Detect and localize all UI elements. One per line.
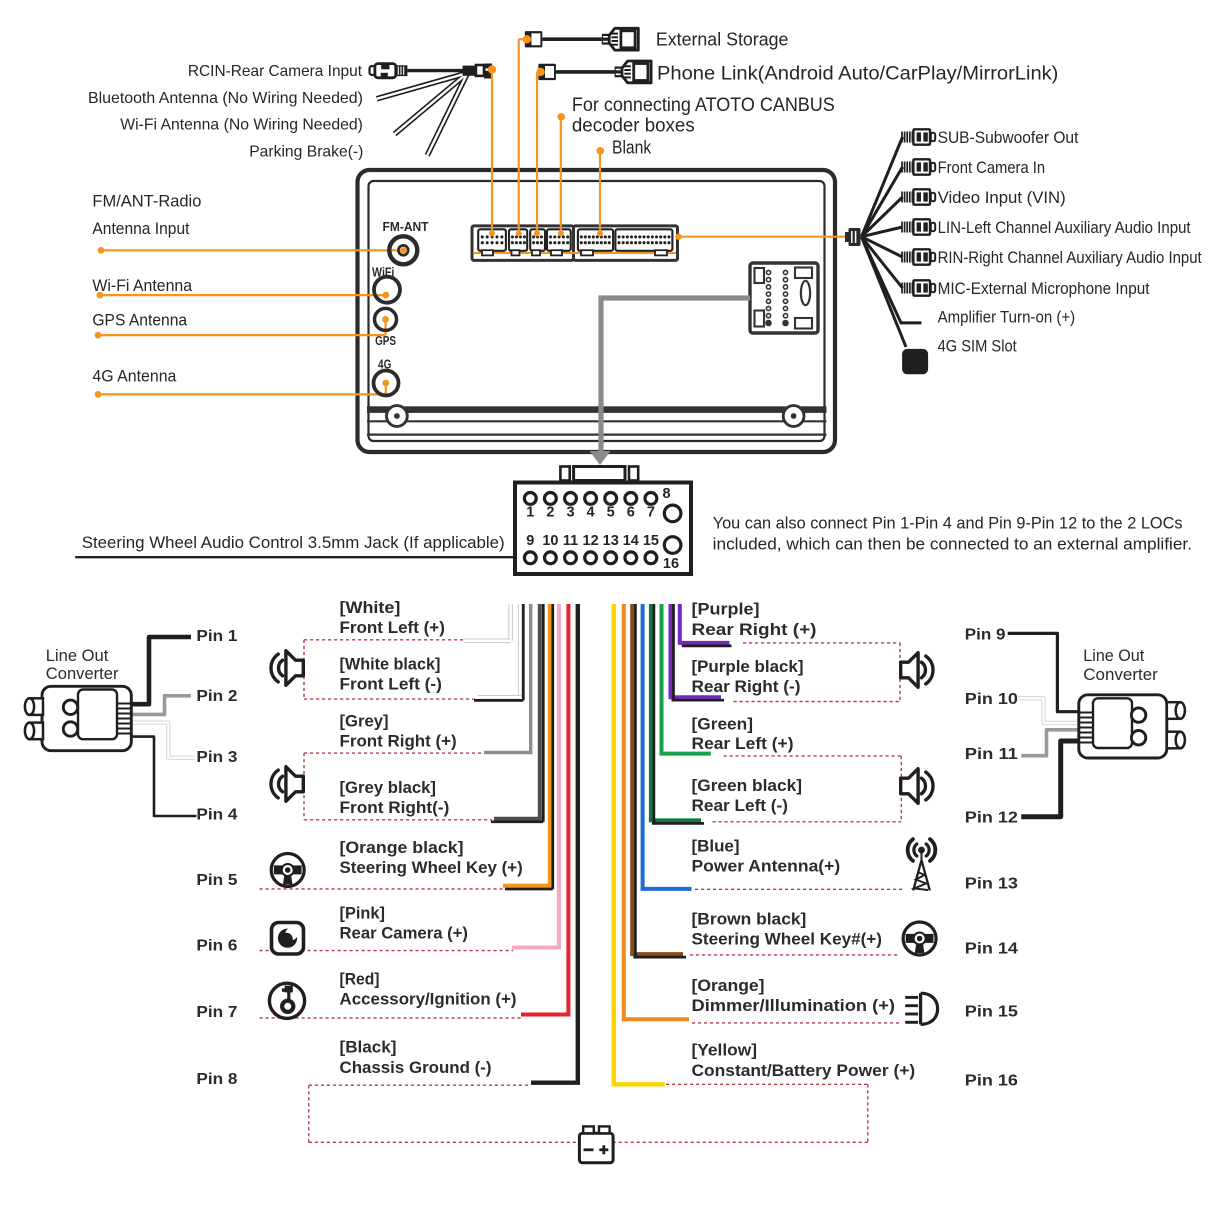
svg-text:[Purple black]: [Purple black] xyxy=(692,658,804,676)
svg-text:[White]: [White] xyxy=(340,599,401,617)
svg-text:Pin 9: Pin 9 xyxy=(965,627,1006,644)
svg-text:Amplifier Turn-on (+): Amplifier Turn-on (+) xyxy=(938,308,1076,327)
svg-text:10: 10 xyxy=(542,533,558,549)
svg-text:Steering Wheel Audio Control 3: Steering Wheel Audio Control 3.5mm Jack … xyxy=(82,533,505,552)
svg-text:[Green]: [Green] xyxy=(692,715,754,733)
svg-text:Pin 12: Pin 12 xyxy=(965,809,1018,826)
svg-text:SUB-Subwoofer Out: SUB-Subwoofer Out xyxy=(938,128,1079,147)
svg-text:15: 15 xyxy=(643,533,659,549)
svg-text:Converter: Converter xyxy=(46,665,119,683)
svg-text:GPS: GPS xyxy=(375,333,396,348)
svg-text:Steering Wheel Key (+): Steering Wheel Key (+) xyxy=(340,859,523,877)
svg-text:Pin 14: Pin 14 xyxy=(965,941,1018,958)
svg-text:Line Out: Line Out xyxy=(1083,647,1144,665)
svg-text:Front Camera In: Front Camera In xyxy=(938,158,1046,177)
svg-text:Pin 3: Pin 3 xyxy=(196,749,237,766)
svg-text:Front Left (+): Front Left (+) xyxy=(340,619,445,637)
svg-text:Pin 16: Pin 16 xyxy=(965,1073,1018,1090)
svg-text:Accessory/Ignition (+): Accessory/Ignition (+) xyxy=(340,991,517,1009)
svg-text:14: 14 xyxy=(623,533,639,549)
svg-text:Parking Brake(-): Parking Brake(-) xyxy=(249,144,363,161)
svg-text:[Blue]: [Blue] xyxy=(692,838,740,856)
svg-text:Bluetooth Antenna (No Wiring N: Bluetooth Antenna (No Wiring Needed) xyxy=(88,90,363,107)
svg-text:Pin 2: Pin 2 xyxy=(196,688,237,705)
svg-text:Front Right (+): Front Right (+) xyxy=(340,732,457,750)
svg-text:You can also connect Pin 1-Pin: You can also connect Pin 1-Pin 4 and Pin… xyxy=(713,514,1183,532)
svg-text:4G SIM Slot: 4G SIM Slot xyxy=(938,337,1017,356)
svg-text:LIN-Left Channel Auxiliary Aud: LIN-Left Channel Auxiliary Audio Input xyxy=(938,218,1191,237)
svg-text:For connecting ATOTO CANBUS: For connecting ATOTO CANBUS xyxy=(572,95,835,116)
svg-text:FM-ANT: FM-ANT xyxy=(383,219,429,234)
svg-text:Wi-Fi Antenna: Wi-Fi Antenna xyxy=(92,276,192,295)
svg-text:Blank: Blank xyxy=(612,136,652,157)
svg-text:[Orange]: [Orange] xyxy=(692,977,765,995)
svg-text:Pin 15: Pin 15 xyxy=(965,1004,1018,1021)
svg-text:Rear Camera (+): Rear Camera (+) xyxy=(340,925,469,943)
svg-text:Front Left (-): Front Left (-) xyxy=(340,675,442,693)
svg-text:16: 16 xyxy=(663,556,679,572)
svg-text:Pin 5: Pin 5 xyxy=(196,872,237,889)
svg-text:9: 9 xyxy=(526,533,534,549)
svg-text:Pin 7: Pin 7 xyxy=(196,1004,237,1021)
svg-text:RIN-Right Channel Auxiliary Au: RIN-Right Channel Auxiliary Audio Input xyxy=(938,248,1202,267)
svg-text:Pin 8: Pin 8 xyxy=(196,1071,237,1088)
svg-text:[Grey black]: [Grey black] xyxy=(340,779,437,797)
svg-text:[Green black]: [Green black] xyxy=(692,777,803,795)
svg-text:Wi-Fi Antenna (No Wiring Neede: Wi-Fi Antenna (No Wiring Needed) xyxy=(120,116,363,133)
svg-text:GPS Antenna: GPS Antenna xyxy=(92,310,187,329)
svg-text:Pin 13: Pin 13 xyxy=(965,876,1018,893)
svg-text:12: 12 xyxy=(583,533,599,549)
svg-text:7: 7 xyxy=(647,505,655,521)
svg-text:Video Input (VIN): Video Input (VIN) xyxy=(938,188,1066,207)
svg-text:MIC-External Microphone Input: MIC-External Microphone Input xyxy=(938,279,1150,298)
svg-text:[Brown black]: [Brown black] xyxy=(692,911,807,929)
svg-text:included, which can then be co: included, which can then be connected to… xyxy=(713,536,1192,554)
svg-text:3: 3 xyxy=(566,505,574,521)
svg-text:Pin 4: Pin 4 xyxy=(196,807,237,824)
svg-text:Converter: Converter xyxy=(1083,666,1158,684)
svg-text:Pin 1: Pin 1 xyxy=(196,628,237,645)
svg-text:Rear Left (+): Rear Left (+) xyxy=(692,735,794,753)
svg-text:[Red]: [Red] xyxy=(340,970,380,988)
svg-text:11: 11 xyxy=(563,533,578,549)
svg-text:6: 6 xyxy=(627,505,635,521)
svg-text:4G: 4G xyxy=(378,357,391,372)
svg-text:[Pink]: [Pink] xyxy=(340,905,386,923)
svg-text:Constant/Battery Power (+): Constant/Battery Power (+) xyxy=(692,1062,916,1080)
svg-text:13: 13 xyxy=(603,533,619,549)
svg-text:4G Antenna: 4G Antenna xyxy=(92,367,176,386)
svg-text:RCIN-Rear Camera Input: RCIN-Rear Camera Input xyxy=(188,63,363,80)
svg-text:[Black]: [Black] xyxy=(340,1039,397,1057)
svg-text:2: 2 xyxy=(546,505,554,521)
svg-text:Rear Right (+): Rear Right (+) xyxy=(692,621,817,639)
svg-text:decoder boxes: decoder boxes xyxy=(572,115,695,136)
svg-text:Antenna Input: Antenna Input xyxy=(92,219,189,238)
svg-text:8: 8 xyxy=(662,486,670,502)
svg-text:4: 4 xyxy=(587,505,595,521)
svg-text:Phone Link(Android Auto/CarPla: Phone Link(Android Auto/CarPlay/MirrorLi… xyxy=(657,63,1058,85)
svg-text:Pin 11: Pin 11 xyxy=(965,746,1018,763)
svg-text:[White black]: [White black] xyxy=(340,656,441,674)
svg-text:1: 1 xyxy=(526,505,534,521)
svg-text:Power Antenna(+): Power Antenna(+) xyxy=(692,857,841,875)
svg-text:Dimmer/Illumination (+): Dimmer/Illumination (+) xyxy=(692,997,896,1015)
svg-text:[Purple]: [Purple] xyxy=(692,601,760,619)
svg-text:Line Out: Line Out xyxy=(46,647,109,665)
svg-text:Steering Wheel Key#(+): Steering Wheel Key#(+) xyxy=(692,930,883,948)
svg-text:Chassis Ground (-): Chassis Ground (-) xyxy=(340,1059,492,1077)
svg-text:FM/ANT-Radio: FM/ANT-Radio xyxy=(92,192,201,211)
svg-text:Front Right(-): Front Right(-) xyxy=(340,799,450,817)
svg-text:[Grey]: [Grey] xyxy=(340,712,389,730)
svg-text:[Yellow]: [Yellow] xyxy=(692,1041,758,1059)
svg-text:Rear Right (-): Rear Right (-) xyxy=(692,678,801,696)
svg-text:Rear Left (-): Rear Left (-) xyxy=(692,797,789,815)
svg-text:External Storage: External Storage xyxy=(656,29,789,50)
svg-text:5: 5 xyxy=(607,505,615,521)
svg-text:Pin 6: Pin 6 xyxy=(196,938,237,955)
svg-text:Pin 10: Pin 10 xyxy=(965,691,1018,708)
svg-text:[Orange black]: [Orange black] xyxy=(340,839,464,857)
